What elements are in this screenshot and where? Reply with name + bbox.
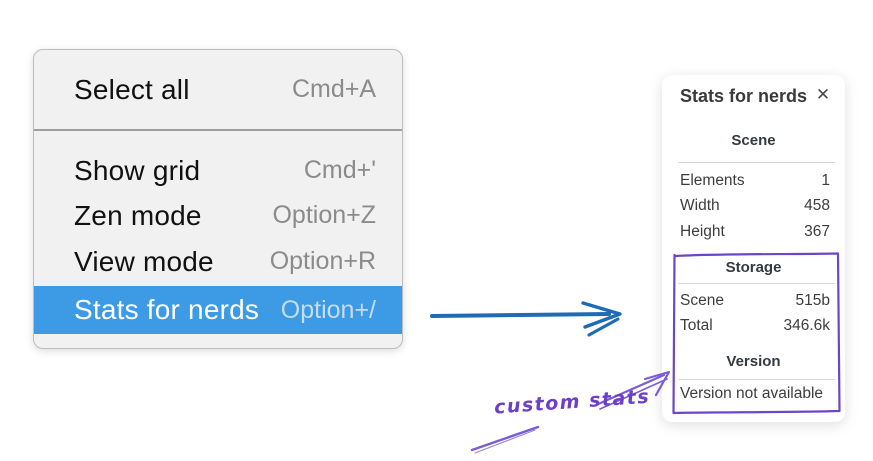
stat-row-total-storage: Total 346.6k — [680, 315, 830, 337]
stat-row-width: Width 458 — [680, 195, 830, 217]
stat-row-height: Height 367 — [680, 221, 830, 243]
stat-label: Width — [680, 197, 720, 214]
menu-divider — [34, 129, 402, 131]
stat-row-elements: Elements 1 — [680, 170, 830, 192]
section-divider — [678, 379, 835, 380]
custom-stats-stroke — [470, 425, 540, 454]
section-header-version: Version — [726, 353, 781, 370]
stat-value: 515b — [795, 292, 830, 309]
menu-item-select-all[interactable]: Select all Cmd+A — [34, 50, 402, 129]
menu-item-shortcut: Cmd+A — [291, 75, 376, 103]
context-menu: Select all Cmd+A Show grid Cmd+' Zen mod… — [33, 49, 403, 349]
menu-item-label: Zen mode — [74, 199, 202, 231]
stat-label: Height — [680, 223, 725, 240]
menu-item-show-grid[interactable]: Show grid Cmd+' — [34, 148, 402, 193]
menu-item-stats-for-nerds[interactable]: Stats for nerds Option+/ — [34, 286, 402, 334]
stat-label: Total — [680, 317, 713, 334]
close-icon[interactable]: ✕ — [815, 85, 831, 104]
menu-item-label: View mode — [74, 245, 214, 277]
section-header-scene: Scene — [731, 132, 776, 149]
menu-item-label: Select all — [74, 73, 190, 105]
stat-value: 1 — [821, 172, 830, 189]
menu-item-shortcut: Cmd+' — [303, 156, 376, 184]
stat-value: 367 — [804, 223, 830, 240]
stat-label: Scene — [680, 292, 724, 309]
stats-for-nerds-panel: Stats for nerds ✕ Scene Elements 1 Width… — [662, 75, 845, 422]
stat-value: 346.6k — [783, 317, 830, 334]
section-divider — [678, 283, 835, 284]
section-header-storage: Storage — [725, 259, 782, 276]
menu-item-view-mode[interactable]: View mode Option+R — [34, 239, 402, 284]
menu-item-shortcut: Option+Z — [272, 201, 376, 229]
menu-to-panel-arrow — [430, 301, 622, 337]
stat-label: Elements — [680, 172, 745, 189]
menu-item-label: Show grid — [74, 154, 201, 186]
menu-item-label: Stats for nerds — [74, 294, 260, 325]
stat-row-scene-storage: Scene 515b — [680, 290, 830, 312]
menu-item-zen-mode[interactable]: Zen mode Option+Z — [34, 193, 402, 238]
custom-stats-annotation-label: custom stats — [493, 385, 651, 419]
section-divider — [678, 162, 835, 163]
stat-value: 458 — [804, 197, 830, 214]
panel-title: Stats for nerds — [680, 86, 808, 106]
menu-item-shortcut: Option+R — [269, 247, 376, 275]
menu-item-shortcut: Option+/ — [280, 295, 376, 324]
version-note: Version not available — [680, 385, 824, 402]
